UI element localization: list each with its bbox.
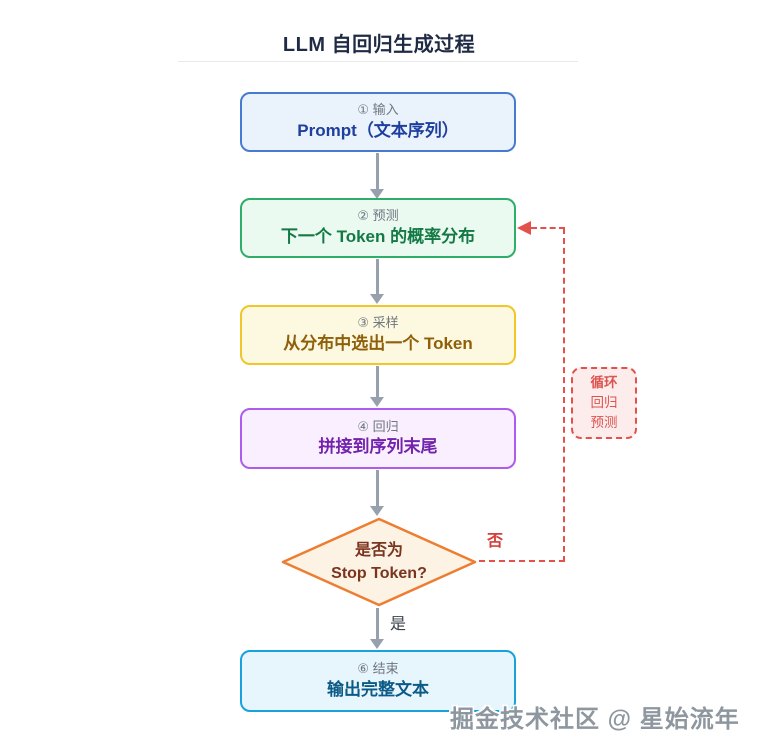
arrow-input-to-predict	[370, 153, 384, 199]
arrow-head-icon	[370, 639, 384, 649]
node-sample: ③ 采样 从分布中选出一个 Token	[240, 305, 516, 365]
node-regress-label: 拼接到序列末尾	[318, 437, 438, 457]
node-regress-step: ④ 回归	[357, 418, 399, 434]
node-predict: ② 预测 下一个 Token 的概率分布	[240, 198, 516, 258]
arrow-head-icon	[370, 397, 384, 407]
node-input-label: Prompt（文本序列）	[297, 120, 459, 140]
arrow-sample-to-regress	[370, 366, 384, 407]
decision-text: 是否为 Stop Token?	[280, 517, 478, 607]
title-divider	[178, 61, 578, 62]
arrow-head-icon	[370, 506, 384, 516]
node-input: ① 输入 Prompt（文本序列）	[240, 92, 516, 152]
loop-segment-top	[531, 227, 565, 229]
watermark: 掘金技术社区 @ 星始流年	[450, 706, 740, 733]
node-decision: 是否为 Stop Token?	[280, 517, 478, 607]
node-end-label: 输出完整文本	[327, 679, 429, 699]
decision-line2: Stop Token?	[331, 565, 427, 582]
arrow-shaft	[375, 259, 379, 295]
arrow-shaft	[375, 153, 379, 190]
node-end: ⑥ 结束 输出完整文本	[240, 650, 516, 712]
arrow-shaft	[375, 608, 379, 640]
diamond-polygon	[281, 517, 477, 607]
arrow-decision-to-end	[370, 608, 384, 649]
arrow-shaft	[375, 366, 379, 398]
edge-label-no: 否	[487, 533, 504, 550]
loop-segment-bottom	[479, 560, 565, 562]
diagram-title: LLM 自回归生成过程	[282, 34, 476, 56]
decision-line1: 是否为	[354, 541, 403, 559]
arrow-shaft	[375, 470, 379, 507]
node-sample-step: ③ 采样	[357, 315, 399, 331]
edge-label-yes: 是	[390, 616, 407, 633]
node-regress: ④ 回归 拼接到序列末尾	[240, 408, 516, 469]
node-end-step: ⑥ 结束	[357, 661, 399, 677]
arrow-head-icon	[370, 294, 384, 304]
loop-segment-vertical	[563, 228, 565, 562]
arrow-predict-to-sample	[370, 259, 384, 304]
node-sample-label: 从分布中选出一个 Token	[283, 333, 473, 353]
loop-annotation-line1: 循环	[590, 375, 618, 390]
arrow-head-icon	[370, 189, 384, 199]
arrow-regress-to-decision	[370, 470, 384, 516]
node-predict-step: ② 预测	[357, 208, 399, 224]
loop-annotation-line3: 预测	[590, 415, 618, 430]
node-predict-label: 下一个 Token 的概率分布	[280, 226, 476, 246]
loop-arrow-head-icon	[517, 221, 531, 235]
node-input-step: ① 输入	[357, 102, 399, 118]
loop-annotation-line2: 回归	[590, 395, 618, 410]
decision-diamond-shape	[281, 517, 477, 607]
loop-annotation: 循环 回归 预测	[571, 367, 637, 439]
